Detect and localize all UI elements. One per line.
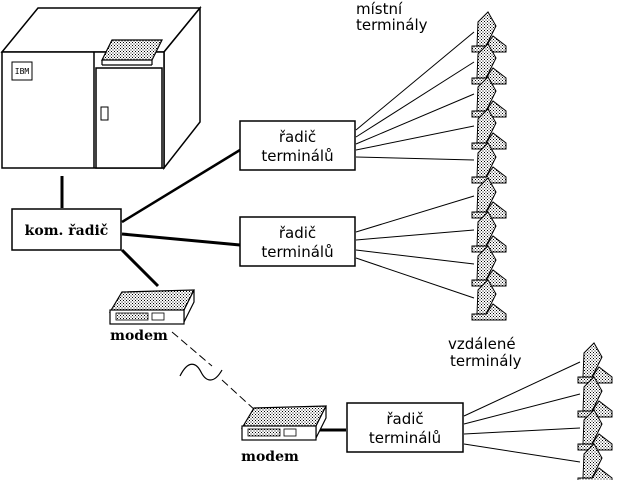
link-comm-modem [120, 248, 160, 288]
local-terminals-label-line1: místní [356, 0, 403, 18]
ibm-logo-badge [11, 61, 33, 81]
terminal-controller-b: řadič terminálů [239, 216, 356, 267]
link-comm-controller-a [121, 148, 241, 224]
fanout-controller-a [355, 31, 475, 161]
comm-controller: kom. řadič [11, 208, 122, 251]
ibm-logo-text: IBM [15, 67, 30, 76]
controller-remote-line2: terminálů [369, 429, 441, 447]
fanout-controller-b [355, 195, 475, 299]
comm-controller-label: kom. řadič [25, 223, 109, 239]
modem-local: modem [108, 289, 195, 344]
controller-b-line1: řadič [279, 224, 316, 242]
terminal-icon [577, 342, 613, 384]
connections [60, 31, 581, 463]
modem-remote: modem [240, 405, 327, 465]
terminal-icon [471, 177, 507, 219]
remote-terminals-label-line2: terminály [450, 352, 522, 370]
controller-a-line2: terminálů [261, 147, 333, 165]
remote-terminals-group [577, 342, 613, 480]
local-terminals-label-line2: terminály [356, 16, 428, 34]
fanout-controller-remote [463, 361, 581, 463]
local-terminals-group-b [471, 177, 507, 321]
modem-local-label: modem [110, 328, 168, 344]
terminal-controller-remote: řadič terminálů [346, 402, 464, 453]
link-comm-controller-b [121, 232, 241, 247]
controller-b-line2: terminálů [261, 243, 333, 261]
controller-a-line1: řadič [279, 128, 316, 146]
modem-remote-label: modem [241, 449, 299, 465]
controller-remote-line1: řadič [386, 410, 423, 428]
remote-terminals-label-line1: vzdálené [448, 335, 516, 353]
terminal-controller-a: řadič terminálů [239, 120, 356, 171]
mainframe-computer: IBM [0, 5, 202, 171]
local-terminals-group-a [471, 11, 507, 184]
